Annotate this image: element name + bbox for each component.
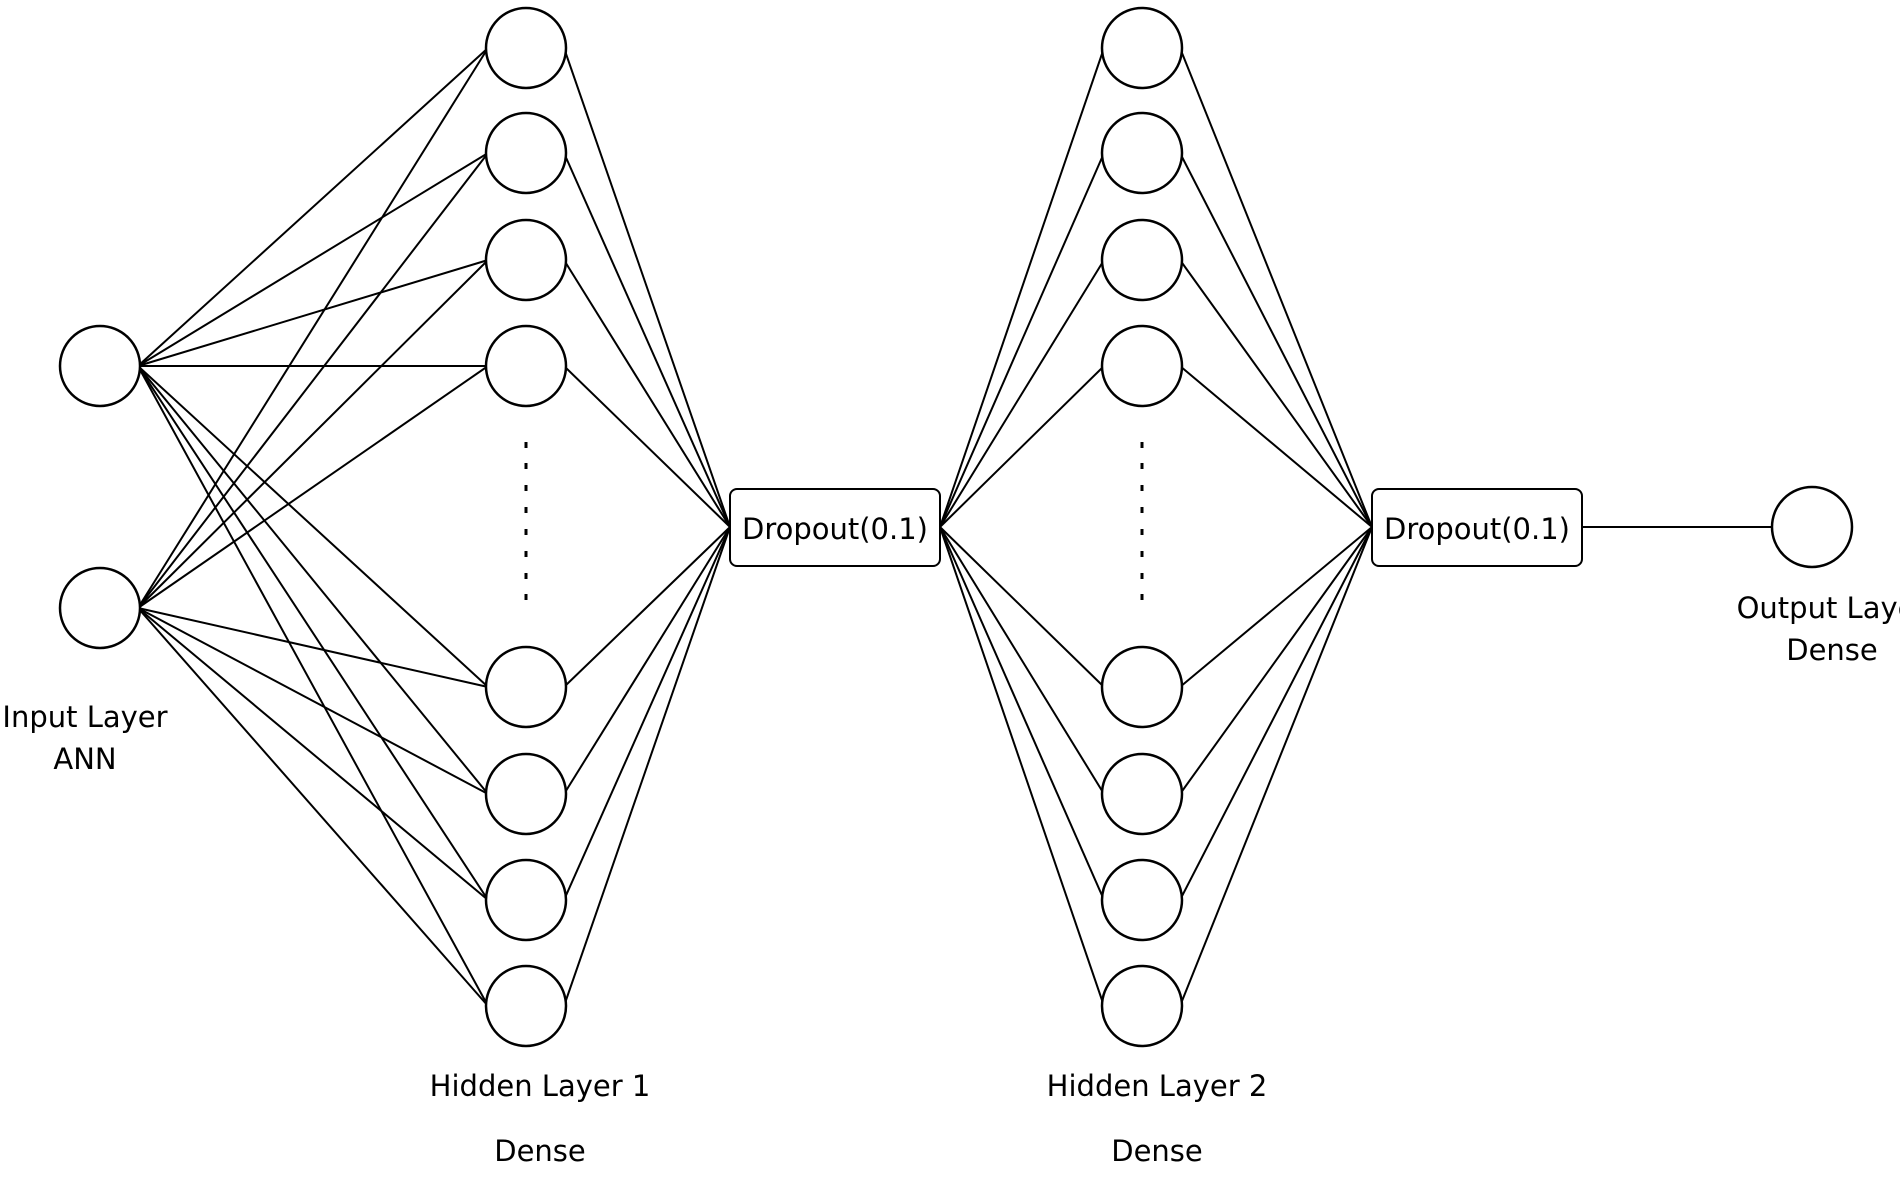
edge-h2-6-dropout2 (1179, 526, 1373, 795)
hidden2-node-6 (1100, 752, 1184, 836)
edge-dropout1-h2-8 (939, 526, 1105, 1007)
edge-input-2-h1-8 (137, 607, 489, 1007)
input-layer-label: Input Layer (2, 700, 167, 734)
edge-h2-7-dropout2 (1179, 526, 1373, 901)
edge-dropout1-h2-1 (939, 47, 1105, 528)
edge-h1-4-dropout1 (563, 365, 731, 528)
edge-h2-8-dropout2 (1179, 526, 1373, 1007)
input-node-2 (58, 566, 142, 650)
output-layer-label: Output Layer (1737, 591, 1900, 625)
edge-input-1-h1-1 (137, 47, 489, 367)
edge-dropout1-h2-7 (939, 526, 1105, 901)
hidden2-ellipsis-dot-1 (1140, 442, 1144, 448)
hidden-layer-1-label: Hidden Layer 1 (430, 1069, 651, 1103)
input-layer-nodes (58, 324, 142, 650)
hidden2-node-3 (1100, 218, 1184, 302)
edge-dropout1-h2-3 (939, 259, 1105, 528)
edge-h2-4-dropout2 (1179, 365, 1373, 528)
hidden2-node-2 (1100, 111, 1184, 195)
hidden1-ellipsis-dot-8 (524, 594, 528, 600)
edge-input-1-h1-2 (137, 152, 489, 367)
hidden1-node-2 (484, 111, 568, 195)
edge-dropout1-h2-4 (939, 365, 1105, 528)
edge-h1-2-dropout1 (563, 152, 731, 528)
hidden2-ellipsis-dot-7 (1140, 573, 1144, 579)
edge-input-1-h1-3 (137, 259, 489, 367)
edge-input-2-h1-5 (137, 607, 489, 688)
hidden1-node-5 (484, 645, 568, 729)
hidden-layer-1-type: Dense (494, 1134, 586, 1168)
edge-input-2-h1-1 (137, 47, 489, 609)
hidden1-ellipsis-dot-1 (524, 442, 528, 448)
hidden2-ellipsis-dot-2 (1140, 463, 1144, 469)
output-node-1 (1770, 485, 1854, 569)
hidden-layer-2-nodes (1100, 6, 1184, 1048)
edge-h1-1-dropout1 (563, 47, 731, 528)
edge-input-1-h1-5 (137, 365, 489, 688)
hidden1-ellipsis-dot-7 (524, 573, 528, 579)
hidden1-node-6 (484, 752, 568, 836)
output-layer-nodes (1770, 485, 1854, 569)
hidden2-ellipsis-dot-6 (1140, 551, 1144, 557)
edge-input-2-h1-7 (137, 607, 489, 901)
edge-input-1-h1-6 (137, 365, 489, 795)
hidden2-node-4 (1100, 324, 1184, 408)
hidden2-node-5 (1100, 645, 1184, 729)
hidden2-ellipsis-dot-5 (1140, 529, 1144, 535)
dropout-box-1: Dropout(0.1) (729, 488, 941, 567)
edge-h1-6-dropout1 (563, 526, 731, 795)
input-node-1 (58, 324, 142, 408)
edge-h1-8-dropout1 (563, 526, 731, 1007)
dropout-label-1: Dropout(0.1) (742, 512, 928, 546)
edge-h1-5-dropout1 (563, 526, 731, 688)
hidden1-ellipsis-dot-3 (524, 485, 528, 491)
hidden2-node-7 (1100, 858, 1184, 942)
edge-h1-3-dropout1 (563, 259, 731, 528)
hidden-layer-2-label: Hidden Layer 2 (1047, 1069, 1268, 1103)
input-layer-type: ANN (53, 742, 116, 776)
hidden2-ellipsis-dot-3 (1140, 485, 1144, 491)
dropout-label-2: Dropout(0.1) (1384, 512, 1570, 546)
hidden1-ellipsis-dot-6 (524, 551, 528, 557)
edge-input-1-h1-8 (137, 365, 489, 1007)
hidden-layer-2-type: Dense (1111, 1134, 1203, 1168)
dropout-box-2: Dropout(0.1) (1371, 488, 1583, 567)
edge-dropout1-h2-6 (939, 526, 1105, 795)
edge-input-2-h1-2 (137, 152, 489, 609)
edge-dropout1-h2-2 (939, 152, 1105, 528)
edge-h2-1-dropout2 (1179, 47, 1373, 528)
hidden-layer-2-ellipsis (1140, 442, 1144, 600)
edge-h2-5-dropout2 (1179, 526, 1373, 688)
edge-h2-3-dropout2 (1179, 259, 1373, 528)
hidden1-node-8 (484, 964, 568, 1048)
hidden1-node-1 (484, 6, 568, 90)
edge-h1-7-dropout1 (563, 526, 731, 901)
edge-input-2-h1-4 (137, 365, 489, 609)
hidden2-node-8 (1100, 964, 1184, 1048)
hidden2-ellipsis-dot-8 (1140, 594, 1144, 600)
output-layer-type: Dense (1786, 633, 1878, 667)
hidden-layer-1-ellipsis (524, 442, 528, 600)
edge-input-1-h1-7 (137, 365, 489, 901)
edge-h2-2-dropout2 (1179, 152, 1373, 528)
hidden2-node-1 (1100, 6, 1184, 90)
hidden1-ellipsis-dot-2 (524, 463, 528, 469)
edge-input-2-h1-3 (137, 259, 489, 609)
hidden1-ellipsis-dot-4 (524, 507, 528, 513)
connection-edges (137, 47, 1772, 1007)
hidden1-node-4 (484, 324, 568, 408)
edge-dropout1-h2-5 (939, 526, 1105, 688)
hidden1-ellipsis-dot-5 (524, 529, 528, 535)
hidden-layer-1-nodes (484, 6, 568, 1048)
hidden1-node-7 (484, 858, 568, 942)
edge-input-2-h1-6 (137, 607, 489, 795)
hidden1-node-3 (484, 218, 568, 302)
hidden2-ellipsis-dot-4 (1140, 507, 1144, 513)
